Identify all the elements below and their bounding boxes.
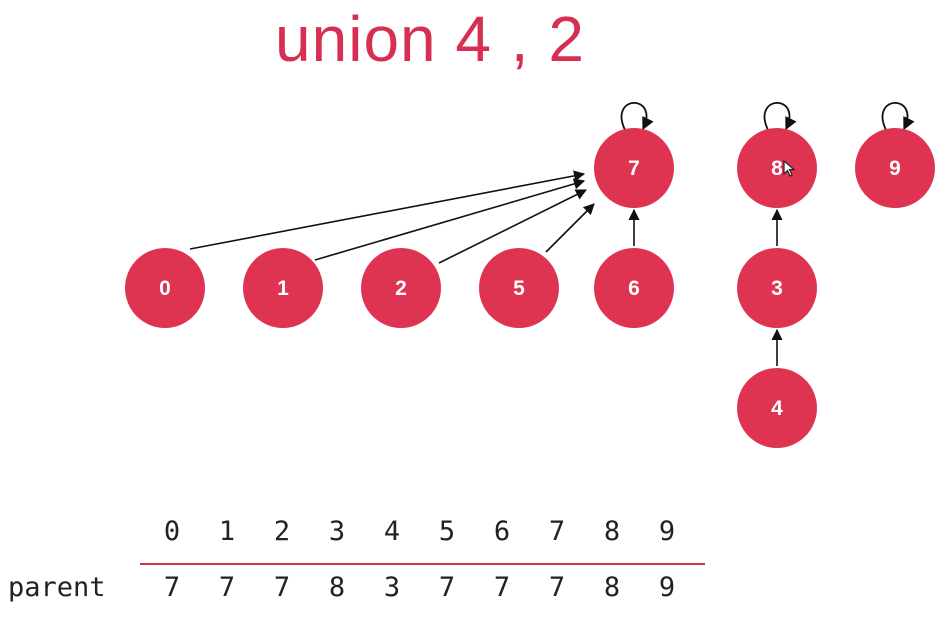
index-cell-3: 3 bbox=[328, 516, 346, 547]
parent-cell-5: 7 bbox=[438, 572, 456, 603]
parent-cell-3: 8 bbox=[328, 572, 346, 603]
nodes-layer: 0 1 2 5 6 7 8 3 4 9 bbox=[125, 128, 935, 448]
node-5: 5 bbox=[479, 248, 559, 328]
index-cell-2: 2 bbox=[273, 516, 291, 547]
index-cell-0: 0 bbox=[163, 516, 181, 547]
self-loops-layer bbox=[620, 101, 915, 131]
node-3-circle bbox=[737, 248, 817, 328]
node-2: 2 bbox=[361, 248, 441, 328]
node-7-circle bbox=[594, 128, 674, 208]
node-4-circle bbox=[737, 368, 817, 448]
parent-cell-8: 8 bbox=[603, 572, 621, 603]
node-3-label: 3 bbox=[771, 277, 783, 300]
parent-array-table: 0 1 2 3 4 5 6 7 8 9 parent 7 7 7 8 3 7 7 7 8 9 bbox=[0, 510, 950, 617]
node-7: 7 bbox=[594, 128, 674, 208]
node-4-label: 4 bbox=[771, 397, 783, 420]
self-loop-8 bbox=[763, 101, 797, 131]
node-0-circle bbox=[125, 248, 205, 328]
self-loop-9 bbox=[881, 101, 915, 131]
node-8: 8 bbox=[737, 128, 817, 208]
node-0: 0 bbox=[125, 248, 205, 328]
index-cell-1: 1 bbox=[218, 516, 236, 547]
page-title: union 4 , 2 bbox=[275, 3, 585, 75]
node-4: 4 bbox=[737, 368, 817, 448]
parent-cell-2: 7 bbox=[273, 572, 291, 603]
mouse-pointer-icon bbox=[783, 160, 796, 177]
parent-row: parent 7 7 7 8 3 7 7 7 8 9 bbox=[0, 572, 950, 612]
parent-cell-9: 9 bbox=[658, 572, 676, 603]
union-find-graph: 0 1 2 5 6 7 8 3 4 9 bbox=[125, 101, 935, 448]
node-5-label: 5 bbox=[513, 277, 525, 300]
node-5-circle bbox=[479, 248, 559, 328]
node-1-label: 1 bbox=[277, 277, 289, 300]
index-cell-5: 5 bbox=[438, 516, 456, 547]
parent-cell-6: 7 bbox=[493, 572, 511, 603]
index-row: 0 1 2 3 4 5 6 7 8 9 bbox=[0, 516, 950, 556]
parent-cell-7: 7 bbox=[548, 572, 566, 603]
edges-layer bbox=[189, 170, 783, 366]
edge-2-to-7 bbox=[438, 189, 588, 264]
node-9-circle bbox=[855, 128, 935, 208]
array-divider bbox=[140, 563, 705, 565]
self-loop-7 bbox=[620, 101, 654, 131]
node-6-label: 6 bbox=[628, 277, 640, 300]
edge-5-to-7 bbox=[545, 203, 595, 253]
index-cell-8: 8 bbox=[603, 516, 621, 547]
index-cell-9: 9 bbox=[658, 516, 676, 547]
node-1: 1 bbox=[243, 248, 323, 328]
parent-cell-0: 7 bbox=[163, 572, 181, 603]
node-1-circle bbox=[243, 248, 323, 328]
edge-0-to-7 bbox=[189, 170, 586, 250]
node-7-label: 7 bbox=[628, 157, 640, 180]
node-8-label: 8 bbox=[771, 157, 783, 180]
index-cell-6: 6 bbox=[493, 516, 511, 547]
node-2-label: 2 bbox=[395, 277, 407, 300]
node-9-label: 9 bbox=[889, 157, 901, 180]
index-cell-7: 7 bbox=[548, 516, 566, 547]
parent-row-label: parent bbox=[8, 572, 106, 603]
node-2-circle bbox=[361, 248, 441, 328]
node-9: 9 bbox=[855, 128, 935, 208]
edge-1-to-7 bbox=[314, 178, 586, 261]
node-8-circle bbox=[737, 128, 817, 208]
node-6: 6 bbox=[594, 248, 674, 328]
node-0-label: 0 bbox=[159, 277, 171, 300]
node-3: 3 bbox=[737, 248, 817, 328]
node-6-circle bbox=[594, 248, 674, 328]
parent-cell-4: 3 bbox=[383, 572, 401, 603]
index-cell-4: 4 bbox=[383, 516, 401, 547]
parent-cell-1: 7 bbox=[218, 572, 236, 603]
